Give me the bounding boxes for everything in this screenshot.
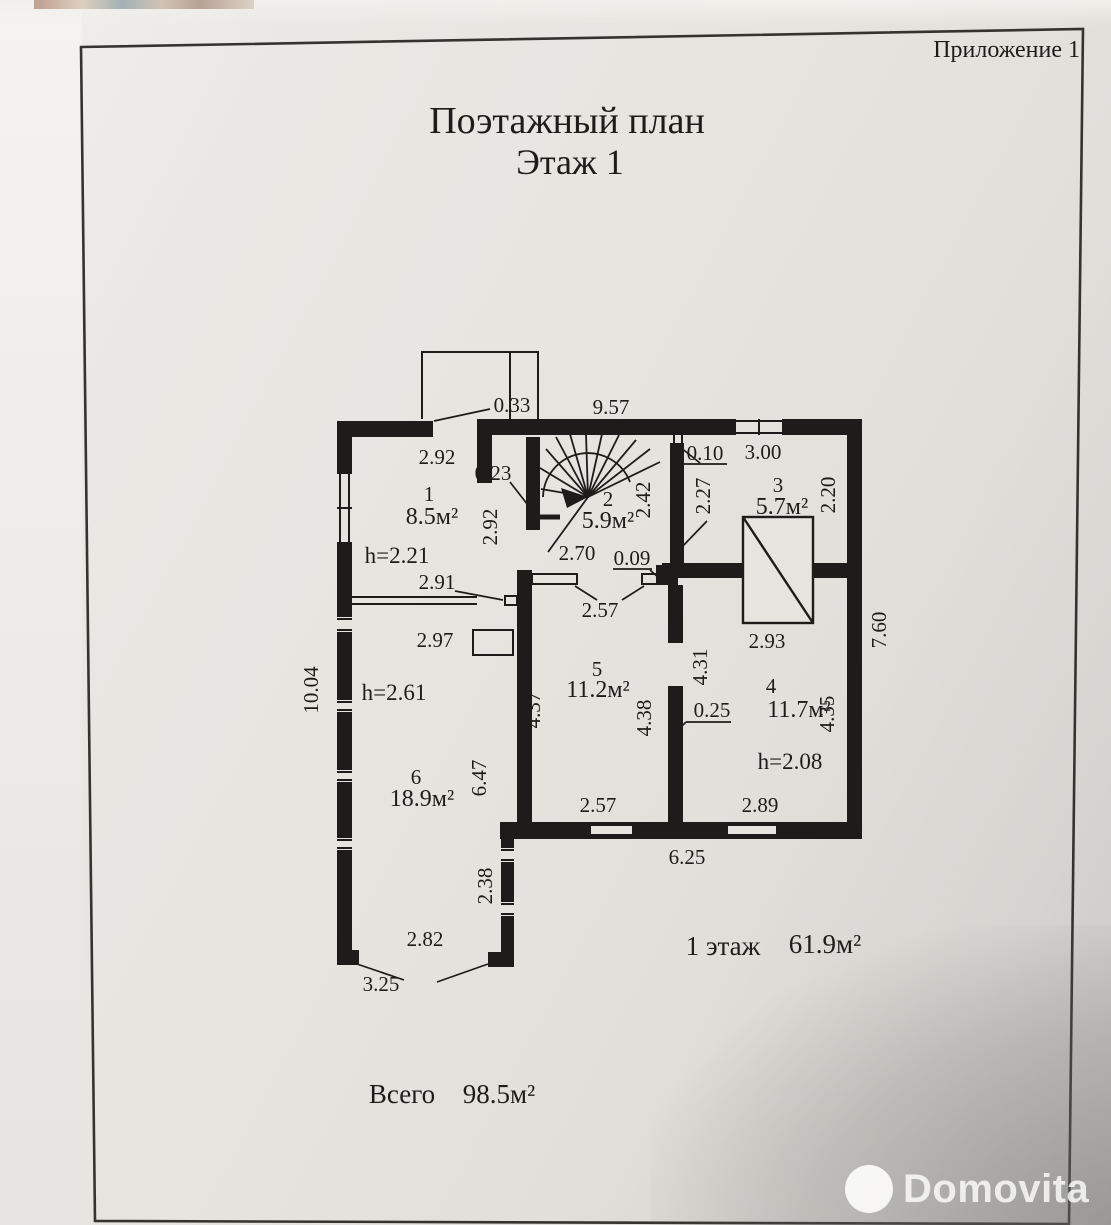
dimension-leaders (353, 408, 731, 983)
dim-label-4-31: 4.31 (688, 649, 712, 686)
room-3-area: 5.7м² (756, 494, 808, 520)
dim-label-0-09: 0.09 (614, 546, 651, 570)
dim-label-10-04: 10.04 (299, 666, 323, 714)
dim-label-0-25: 0.25 (694, 698, 731, 722)
dim-label-3-00: 3.00 (745, 440, 782, 464)
entry-porch (421, 351, 539, 419)
dim-label-0-33: 0.33 (494, 393, 531, 417)
total-summary-label: Всего (369, 1079, 435, 1109)
dim-label-2-42: 2.42 (631, 482, 655, 519)
room-5-area: 11.2м² (566, 677, 630, 703)
page-title: Поэтажный план (429, 100, 705, 142)
room-4-number: 4 (766, 674, 777, 698)
room-1-area: 8.5м² (406, 504, 458, 530)
page-subtitle: Этаж 1 (516, 142, 624, 182)
watermark-circle-icon (845, 1165, 893, 1213)
floor-plan-walls (337, 351, 862, 967)
dim-label-9-57: 9.57 (593, 395, 630, 419)
room-4-height: h=2.08 (758, 749, 823, 774)
bottom-wall-windows (589, 822, 778, 839)
room-2-area: 5.9м² (582, 508, 634, 534)
paper-left-margin (0, 0, 82, 1225)
dim-label-3-25: 3.25 (363, 972, 400, 996)
dim-label-4-37: 4.37 (521, 692, 545, 729)
thin-partitions (352, 419, 683, 656)
room-3-number: 3 (773, 473, 784, 497)
dim-label-2-57-bot: 2.57 (580, 793, 617, 817)
stair-first-step (526, 505, 560, 520)
appendix-label: Приложение 1 (933, 37, 1080, 63)
dim-label-2-92-hall: 2.92 (478, 509, 502, 546)
dim-label-2-27: 2.27 (691, 478, 715, 515)
plan-labels: Приложение 1 Поэтажный план Этаж 1 0.33 … (299, 37, 1080, 1109)
dim-label-6-25: 6.25 (669, 845, 706, 869)
room-6-height: h=2.61 (362, 680, 427, 705)
dim-label-2-97: 2.97 (417, 628, 454, 652)
room-1-height: h=2.21 (365, 543, 430, 568)
dim-label-2-92-top: 2.92 (419, 445, 456, 469)
stair-direction-arrow (561, 488, 588, 508)
dim-label-0-23: 0.23 (475, 461, 512, 485)
dim-label-2-38: 2.38 (473, 868, 497, 905)
dim-label-7-60: 7.60 (867, 612, 891, 649)
dim-label-6-47: 6.47 (467, 760, 491, 797)
watermark: Domovita (845, 1158, 1111, 1220)
room-5-number: 5 (592, 657, 603, 681)
room-1-number: 1 (424, 482, 435, 506)
top-wall-window (734, 419, 784, 435)
winder-staircase (526, 433, 661, 553)
dim-label-2-82: 2.82 (407, 927, 444, 951)
dim-label-2-57-top: 2.57 (582, 598, 619, 622)
left-wall-windows (337, 472, 352, 850)
dim-label-2-93: 2.93 (749, 629, 786, 653)
dim-label-2-20: 2.20 (816, 477, 840, 514)
dim-label-4-35: 4.35 (815, 696, 839, 733)
dim-label-4-38: 4.38 (632, 700, 656, 737)
dim-label-2-89: 2.89 (742, 793, 779, 817)
dim-label-0-10: 0.10 (687, 441, 724, 465)
stove-block (741, 515, 815, 625)
room-6-area: 18.9м² (390, 786, 454, 812)
room-2-number: 2 (603, 487, 614, 511)
room-4-area: 11.7м² (767, 697, 831, 723)
room-6-number: 6 (411, 765, 422, 789)
dim-label-2-70: 2.70 (559, 541, 596, 565)
dim-label-2-91: 2.91 (419, 570, 456, 594)
background-edge-strip (34, 0, 254, 9)
watermark-brand: Domovita (903, 1166, 1090, 1211)
total-summary-value: 98.5м² (463, 1079, 535, 1109)
